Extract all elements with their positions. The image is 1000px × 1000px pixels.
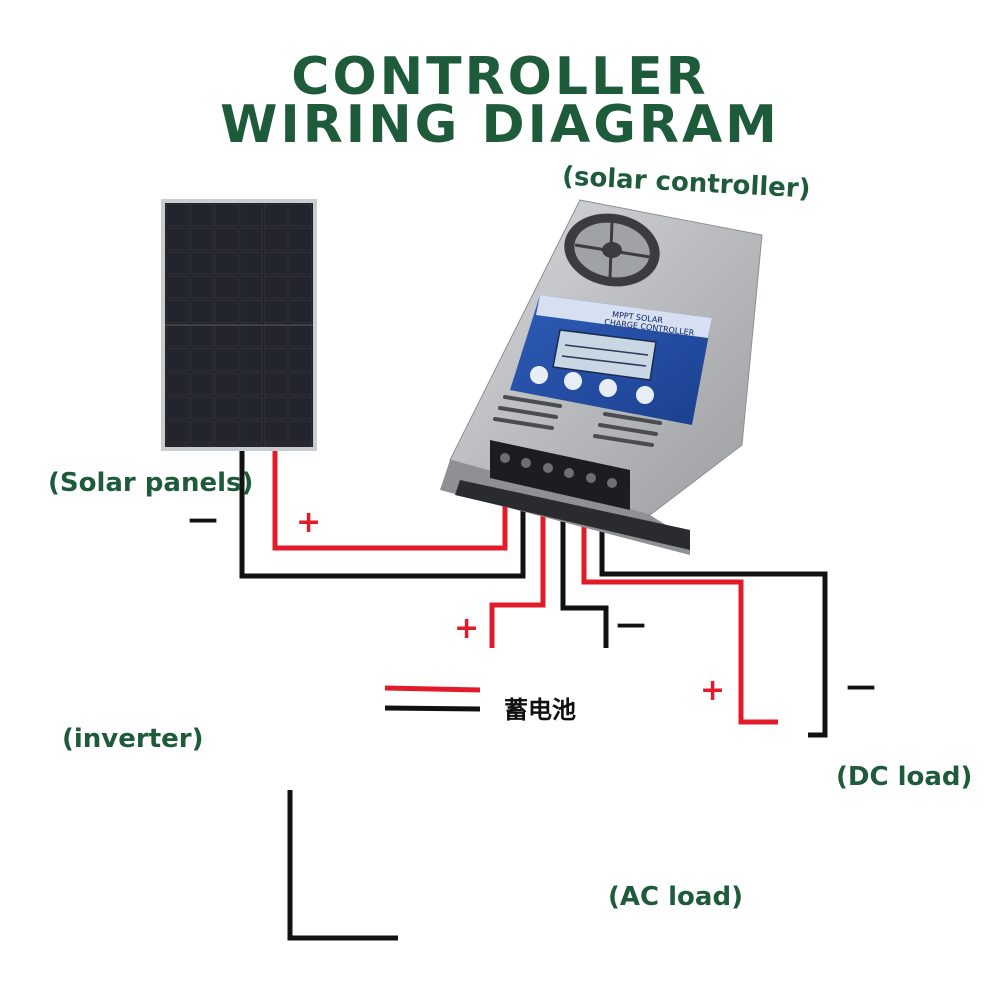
- esc-button-icon: [530, 366, 548, 384]
- load-negative-wire: [599, 510, 828, 738]
- down-button-icon: [599, 379, 617, 397]
- solar-panel-icon: [161, 199, 317, 451]
- battery-positive-wire: [489, 505, 546, 648]
- solar-panels-label: (Solar panels): [48, 468, 254, 498]
- battery-positive-sign: +: [454, 611, 480, 646]
- solar-controller-icon: [440, 199, 763, 555]
- diagram-title-line2: WIRING DIAGRAM: [220, 95, 780, 155]
- solar-positive-sign: +: [296, 505, 322, 540]
- inverter-positive-wire: [384, 685, 481, 693]
- inverter-negative-wire: [384, 705, 481, 712]
- solar-negative-wire: [239, 450, 526, 579]
- dc-load-label: (DC load): [836, 762, 973, 792]
- ac-load-cable: [287, 790, 398, 941]
- set-button-icon: [636, 386, 654, 404]
- battery-negative-wire: [560, 505, 609, 648]
- battery-negative-sign: —: [616, 607, 646, 642]
- load-positive-wire: [581, 510, 778, 725]
- diagram-title-line1: CONTROLLER: [291, 47, 709, 107]
- inverter-label: (inverter): [62, 724, 204, 754]
- up-button-icon: [564, 372, 582, 390]
- solar-negative-sign: —: [188, 502, 218, 537]
- cooling-fan-icon: [564, 213, 660, 287]
- ac-load-label: (AC load): [608, 882, 743, 912]
- solar-positive-wire: [272, 450, 508, 551]
- dc-load-negative-sign: —: [846, 669, 876, 704]
- dc-load-positive-sign: +: [700, 673, 726, 708]
- battery-label: 蓄电池: [504, 696, 576, 724]
